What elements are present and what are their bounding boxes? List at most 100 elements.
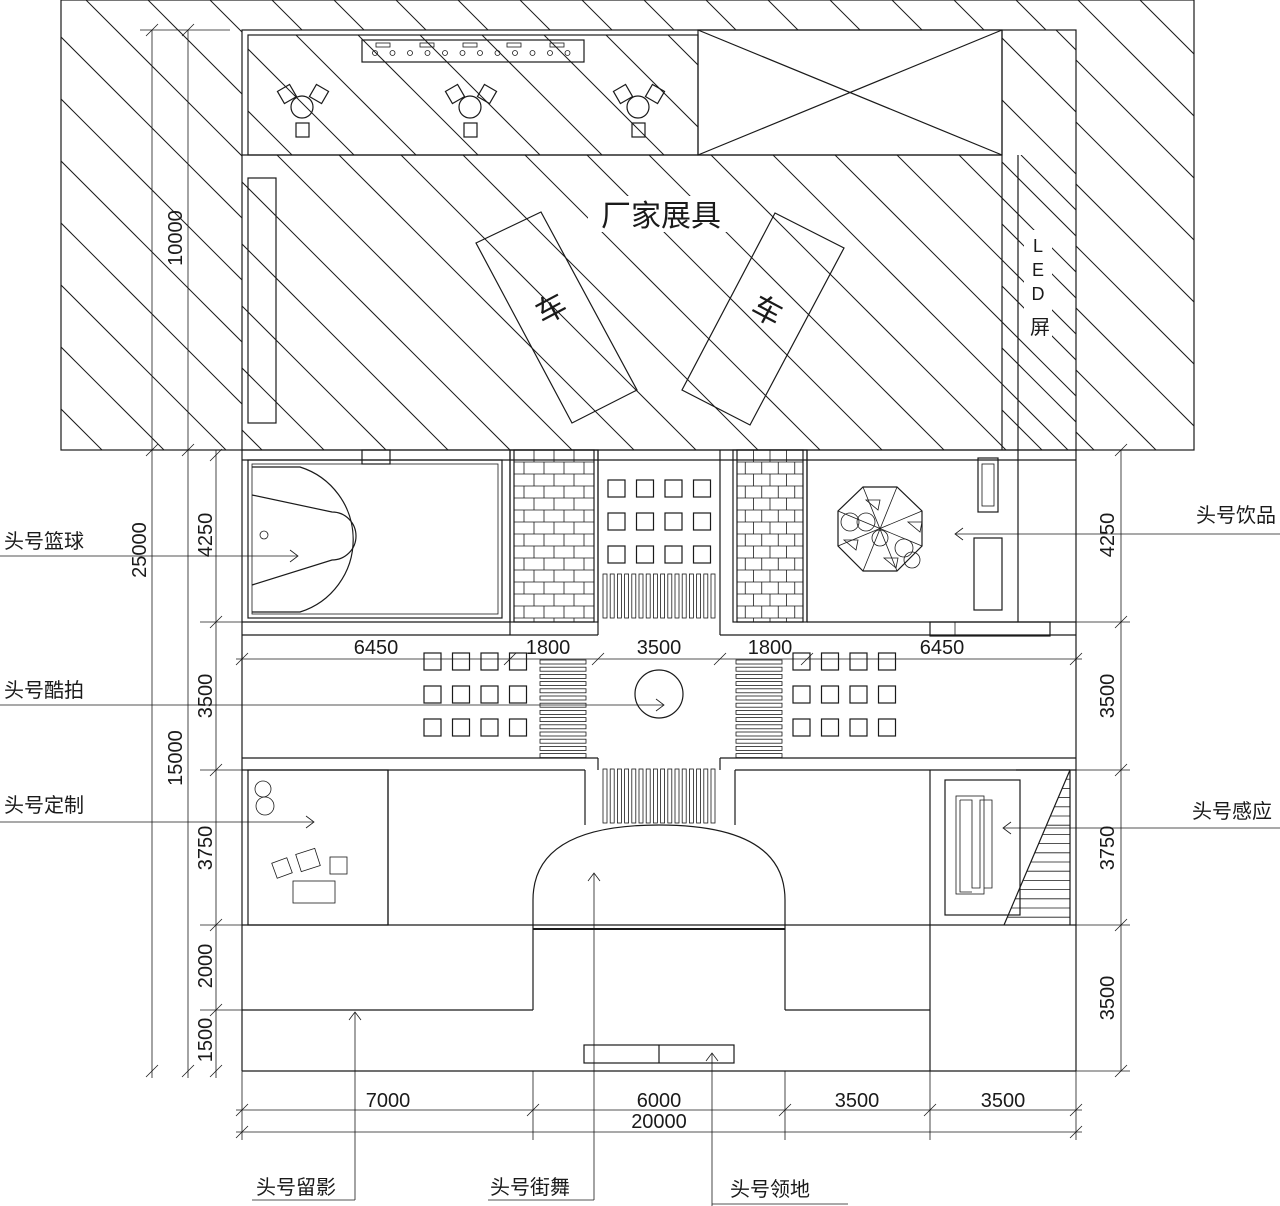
dim-line [209,1064,223,1078]
seat-square [792,652,811,671]
stripe [689,573,694,619]
seat-square [664,479,683,498]
hatch-line [1145,155,1280,450]
dim-line [235,652,249,666]
seat-square [877,685,897,704]
stripe [710,573,716,619]
stripe [602,573,608,619]
stripe [735,738,783,744]
seat-square [849,652,868,671]
light-fixture [375,42,391,48]
seat-square [820,685,840,704]
custom-zone [247,769,389,926]
seat-square [849,718,868,737]
dimension-lines [140,23,1130,1140]
storage-box [697,29,1003,156]
seat-square [877,652,897,671]
stripe [617,573,622,619]
hatch-line [242,243,449,450]
light-fixture [506,42,522,48]
seat-square [635,479,655,498]
light-dot [389,50,396,56]
left-display-panel [247,177,277,424]
stripe [602,768,608,824]
label-cool-shot: 头号酷拍 [4,678,84,702]
stripe [735,717,783,722]
label-basketball: 头号篮球 [4,529,84,553]
dim-line [145,443,159,457]
light-fixture [419,42,435,48]
hatch-line [248,48,355,155]
stripe [631,573,637,619]
zone-leaders [0,527,1280,1206]
stripe [660,573,665,619]
chair [295,122,310,138]
hatch-line [605,35,698,128]
stripe [660,768,665,824]
stripe [617,768,622,824]
seat-square [451,718,471,737]
stripe [735,724,783,730]
stripe [539,724,587,730]
dim-mid-1800: 1800 [748,637,793,659]
light-dot [407,50,413,56]
seat-square [480,685,499,704]
dim-left-total: 25000 [129,522,151,578]
center-stage [634,669,684,719]
chair [612,83,634,105]
car-left: 车 [475,211,638,424]
stripe [539,659,587,665]
hatch-line [276,155,573,450]
hatch-line [61,0,165,450]
seat-square [635,512,655,531]
hatch-line [792,35,912,155]
dimension-labels: 25000 10000 15000 4250 3500 3750 2000 15… [129,210,1119,1133]
round-table [458,95,482,119]
light-dot [529,50,536,56]
hatch-line [0,0,40,450]
tile-panel-right [736,449,804,623]
stripe [653,768,658,824]
stripe [624,768,629,824]
hatch-line [1202,0,1280,450]
hatch-line [357,35,479,155]
led-letter: L [1033,236,1043,256]
stripe [539,710,587,715]
stripe [645,573,651,619]
reception-counter [361,39,585,63]
dim-line [800,652,814,666]
stripe [681,768,687,824]
dim-mid-3500: 3500 [637,637,682,659]
hatch-line [110,35,230,155]
hatch-line [772,155,1069,450]
tile-panel-left [513,449,595,623]
stripe [539,681,587,686]
hatch-line [1264,0,1280,450]
exhibitor-zone-label: 厂家展具 [601,199,721,234]
chair [631,122,646,138]
label-territory: 头号领地 [730,1177,810,1201]
dim-line [145,1064,159,1078]
inner-hatch [242,155,1280,450]
stripe [667,768,673,824]
hatch-line [1002,99,1076,175]
main-floor [241,449,1077,1072]
dim-right-4250: 4250 [1097,513,1119,558]
hatch-line [1002,409,1043,450]
stripe [735,681,783,686]
seat-square [451,685,471,704]
hatch-line [481,35,603,155]
street-dance-zone [532,770,786,1010]
hatch-line [400,155,697,450]
chair [476,83,498,105]
stripe [631,768,637,824]
seat-square [607,545,626,564]
hatch-line [242,367,325,450]
seat-square [877,718,897,737]
stripe [539,746,587,751]
seat-square [480,652,499,671]
hatch-line [61,0,413,450]
hatch-line [543,35,665,155]
dim-bot-7000: 7000 [366,1090,411,1112]
stripe [539,695,587,701]
